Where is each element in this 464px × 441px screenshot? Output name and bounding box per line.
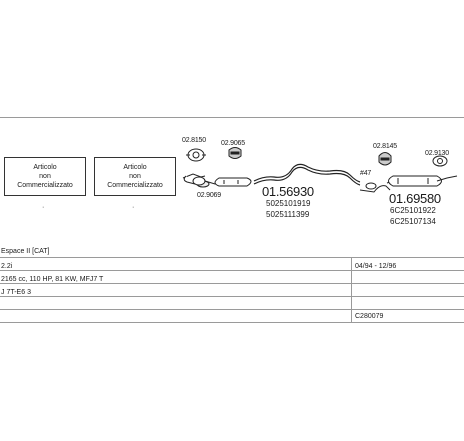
- clamp-rear-left-icon: [378, 152, 392, 166]
- clamp-rear-left-code: 02.8145: [373, 143, 397, 150]
- front-silencer-ref: 5025101919: [266, 199, 311, 208]
- vehicle-spec: 2165 cc, 110 HP, 81 KW, MFJ7 T: [1, 276, 104, 283]
- table-divider-4: [0, 296, 464, 297]
- not-available-box-2: Articolo non Commercializzato: [94, 157, 176, 196]
- catalog-id: C280079: [355, 313, 384, 320]
- vehicle-date-range: 04/94 - 12/96: [355, 263, 397, 270]
- table-divider-5: [0, 309, 464, 310]
- table-divider-6: [0, 322, 464, 323]
- not-available-box-1: Articolo non Commercializzato: [4, 157, 86, 196]
- box-line: Commercializzato: [17, 182, 73, 189]
- box-dot: ·: [42, 204, 45, 211]
- box-dot: ·: [132, 204, 135, 211]
- rear-silencer-icon: [386, 175, 458, 187]
- rear-pipe-icon: [359, 182, 391, 193]
- rear-silencer-ref: 6C25107134: [390, 217, 436, 226]
- box-line: Articolo: [33, 164, 57, 171]
- clamp-front-right-code: 02.9065: [221, 140, 245, 147]
- table-divider-2: [0, 270, 464, 271]
- mid-pipe-icon: [253, 163, 361, 186]
- box-line: Articolo: [123, 164, 147, 171]
- table-divider-1: [0, 257, 464, 258]
- box-line: non: [39, 173, 51, 180]
- rear-silencer-number: 01.69580: [389, 191, 441, 206]
- clamp-front-left-code: 02.8150: [182, 137, 206, 144]
- pipe-ref-label: #47: [360, 170, 372, 177]
- clamp-front-left-icon: [186, 148, 206, 162]
- front-silencer-icon: [182, 173, 252, 187]
- box-line: Commercializzato: [107, 182, 163, 189]
- table-divider-3: [0, 283, 464, 284]
- table-column-divider: [351, 257, 352, 322]
- gasket-front-code: 02.9069: [197, 192, 221, 199]
- rear-silencer-ref: 6C25101922: [390, 206, 436, 215]
- box-line: non: [129, 173, 141, 180]
- vehicle-engine-code: J 7T-E6 3: [1, 289, 31, 296]
- clamp-front-right-icon: [228, 147, 242, 159]
- vehicle-model: Espace II [CAT]: [1, 248, 50, 255]
- front-silencer-ref: 5025111399: [266, 210, 310, 219]
- vehicle-engine: 2.2i: [1, 263, 13, 270]
- clamp-rear-right-code: 02.9130: [425, 150, 449, 157]
- top-divider: [0, 117, 464, 118]
- front-silencer-number: 01.56930: [262, 184, 314, 199]
- clamp-rear-right-icon: [432, 155, 448, 167]
